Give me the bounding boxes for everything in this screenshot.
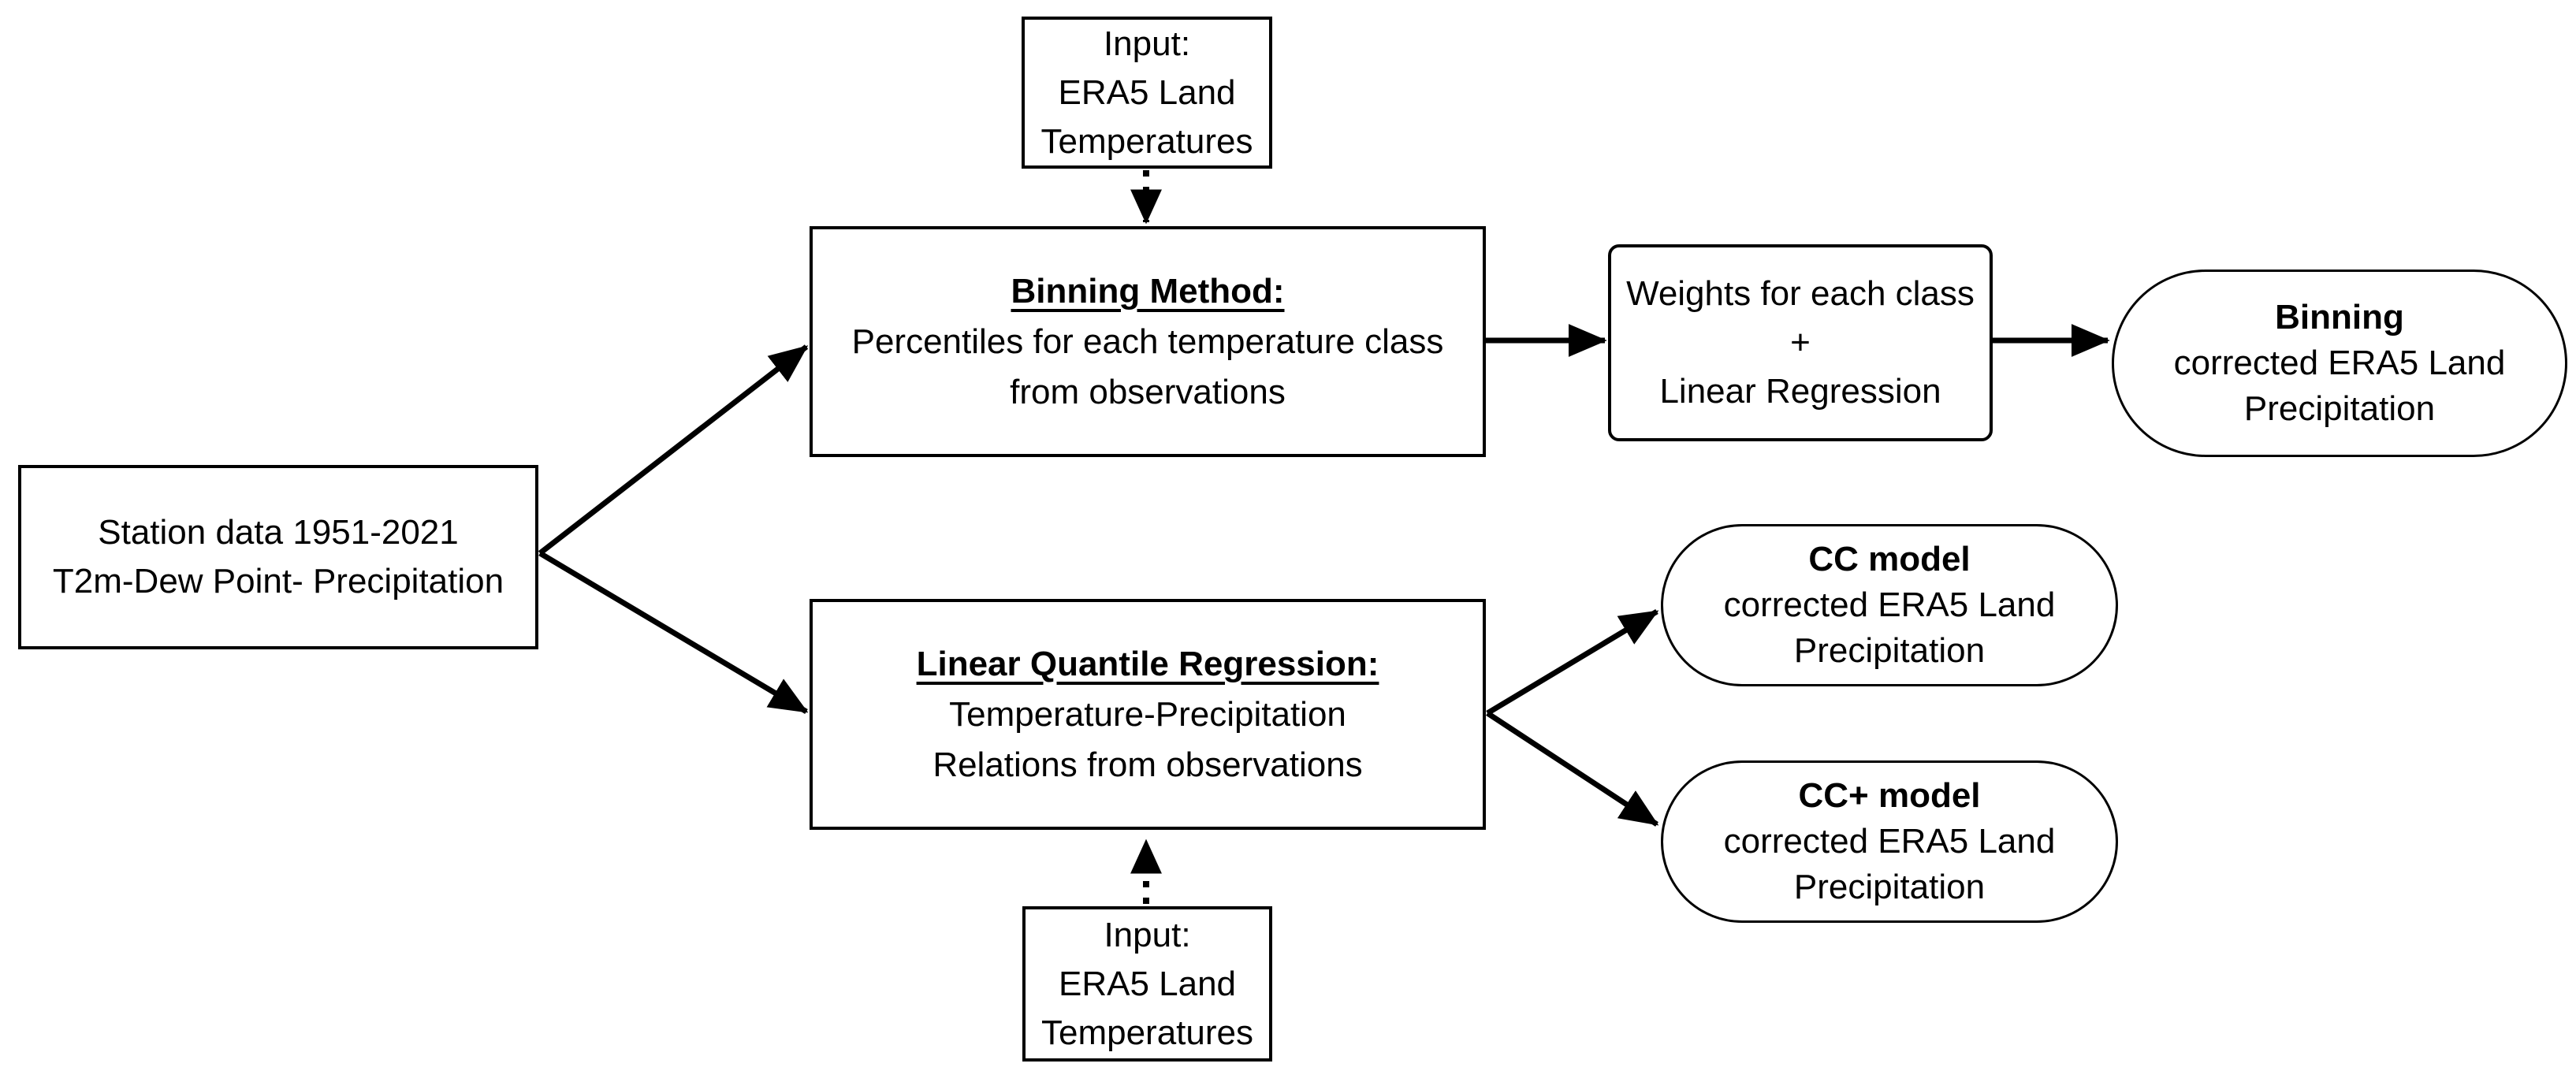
node-weights-line1: Weights for each class <box>1626 274 1975 313</box>
node-ccplus-model-line2: Precipitation <box>1793 868 1986 906</box>
node-binning-method-title: Binning Method: <box>1011 271 1285 310</box>
node-input-top-line3: Temperatures <box>1040 121 1253 161</box>
node-input-bottom-line1: Input: <box>1104 915 1191 954</box>
arrow-lqr-cc <box>1486 608 1659 716</box>
node-ccplus-model-title: CC+ model <box>1798 776 1981 815</box>
node-input-bottom-line2: ERA5 Land <box>1058 964 1237 1003</box>
arrow-station-lqr <box>538 550 809 715</box>
node-station-data: Station data 1951-2021 T2m-Dew Point- Pr… <box>18 465 538 649</box>
node-weights-line2: + <box>1790 323 1811 362</box>
arrow-station-binning <box>538 344 809 556</box>
node-lqr-line1: Temperature-Precipitation <box>949 694 1346 734</box>
node-binning-method-line2: from observations <box>1010 372 1286 411</box>
node-binning-output-line2: Precipitation <box>2243 389 2436 428</box>
node-ccplus-model-line1: corrected ERA5 Land <box>1723 822 2056 861</box>
node-input-top-line2: ERA5 Land <box>1058 73 1236 112</box>
node-binning-method-line1: Percentiles for each temperature class <box>851 322 1444 361</box>
node-input-bottom-line3: Temperatures <box>1040 1013 1253 1052</box>
node-station-data-line1: Station data 1951-2021 <box>98 513 459 552</box>
node-binning-output-line1: corrected ERA5 Land <box>2173 344 2506 382</box>
node-weights: Weights for each class + Linear Regressi… <box>1608 244 1993 441</box>
node-lqr-line2: Relations from observations <box>932 745 1363 784</box>
node-linear-quantile-regression: Linear Quantile Regression: Temperature-… <box>810 599 1486 830</box>
node-cc-model-title: CC model <box>1808 540 1971 578</box>
node-cc-model-line2: Precipitation <box>1793 631 1986 670</box>
node-binning-output: Binning corrected ERA5 Land Precipitatio… <box>2112 270 2567 457</box>
node-station-data-line2: T2m-Dew Point- Precipitation <box>52 562 504 600</box>
node-input-top-line1: Input: <box>1103 24 1191 63</box>
node-ccplus-model: CC+ model corrected ERA5 Land Precipitat… <box>1661 760 2118 923</box>
node-cc-model: CC model corrected ERA5 Land Precipitati… <box>1661 524 2118 686</box>
node-lqr-title: Linear Quantile Regression: <box>916 644 1379 683</box>
arrow-lqr-ccplus <box>1486 711 1659 827</box>
node-input-bottom: Input: ERA5 Land Temperatures <box>1022 906 1272 1062</box>
node-weights-line3: Linear Regression <box>1659 372 1941 411</box>
node-cc-model-line1: corrected ERA5 Land <box>1723 586 2056 624</box>
node-binning-output-title: Binning <box>2275 298 2404 336</box>
node-binning-method: Binning Method: Percentiles for each tem… <box>810 226 1486 457</box>
node-input-top: Input: ERA5 Land Temperatures <box>1022 17 1272 169</box>
